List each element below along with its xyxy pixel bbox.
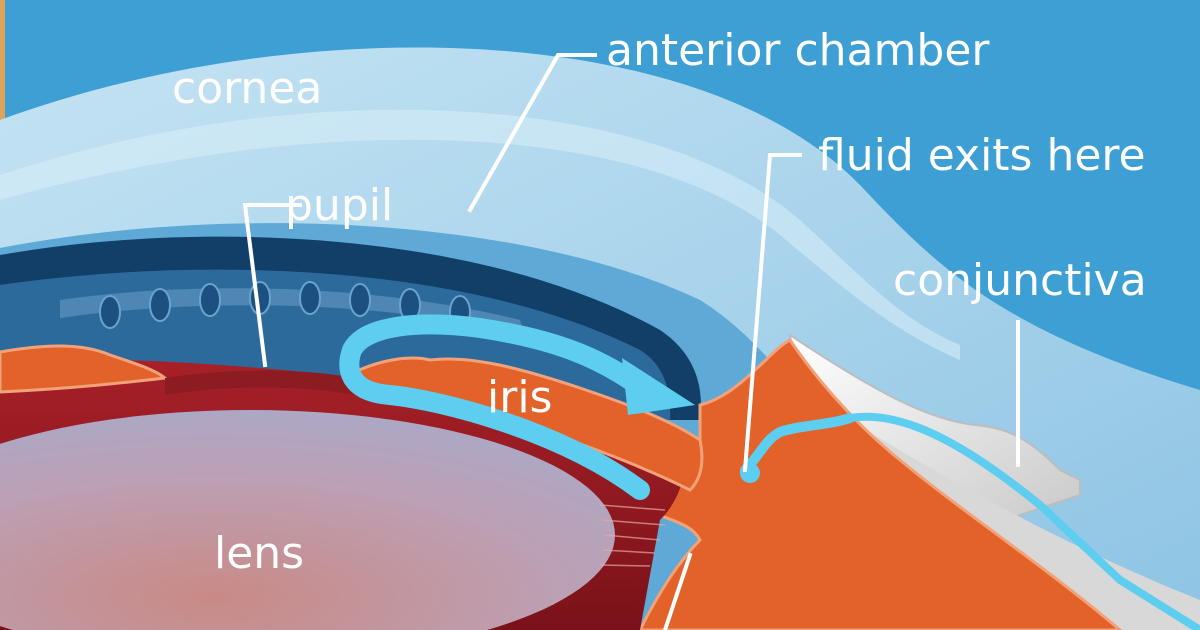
label-conjunctiva: conjunctiva (893, 255, 1147, 306)
fluid-flow-arrow (339, 314, 650, 500)
drainage-path (849, 412, 1200, 630)
lens (0, 410, 615, 630)
fluid-flow-arrowhead (622, 358, 695, 415)
label-pupil: pupil (285, 180, 393, 231)
leader-fluid-exit (742, 153, 802, 473)
iris-crypts (99, 281, 471, 329)
cornea-highlight (0, 109, 960, 360)
label-iris: iris (487, 372, 552, 423)
label-lens: lens (214, 528, 304, 579)
drainage-outlet (740, 463, 760, 483)
zonule-fibers (599, 504, 666, 567)
iris-stroma-left (0, 344, 169, 394)
drainage-canal (740, 413, 855, 475)
pupil (165, 370, 355, 395)
leader-lines (242, 53, 1020, 630)
leader-pupil (242, 203, 302, 368)
label-cornea: cornea (172, 63, 322, 114)
leader-bottom (662, 552, 693, 630)
label-fluid-exits-here: fluid exits here (818, 130, 1146, 181)
label-anterior-chamber: anterior chamber (606, 25, 990, 76)
leader-anterior-chamber (467, 53, 597, 213)
